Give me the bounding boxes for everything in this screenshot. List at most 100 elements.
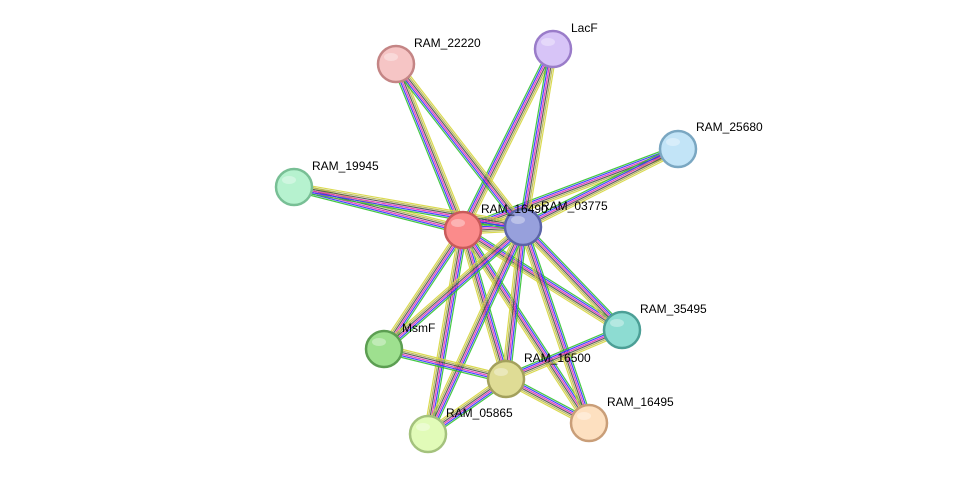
edge-strand [397, 62, 526, 226]
edge-strand [524, 226, 592, 423]
edge-strand [524, 49, 556, 228]
edge-RAM_03775-RAM_25680 [520, 144, 681, 232]
edge-RAM_03775-RAM_35495 [519, 223, 626, 334]
edge-strand [423, 225, 520, 433]
edge-strand [380, 223, 521, 347]
edge-strand [425, 225, 522, 434]
node-highlight [416, 423, 430, 431]
edge-strand [507, 227, 526, 380]
edge-strand [428, 230, 465, 435]
edge-RAM_03775-RAM_16500 [501, 226, 528, 380]
edge-strand [524, 224, 625, 329]
node-RAM_16500[interactable] [486, 359, 526, 399]
edge-strand [507, 333, 624, 384]
node-RAM_03775[interactable] [503, 207, 543, 247]
nodes-layer [274, 29, 698, 454]
edge-strand [459, 231, 587, 426]
node-highlight [511, 216, 525, 224]
edge-strand [509, 227, 528, 380]
edge-strand [384, 347, 507, 379]
edge-strand [293, 190, 523, 232]
node-circle[interactable] [658, 129, 698, 169]
node-label: LacF [571, 21, 598, 35]
edge-strand [293, 187, 463, 232]
node-circle[interactable] [503, 207, 543, 247]
edge-strand [393, 65, 522, 229]
edge-strand [504, 327, 622, 378]
node-RAM_05865[interactable] [408, 414, 448, 454]
node-label: RAM_16495 [607, 395, 674, 409]
edge-strand [380, 227, 461, 348]
node-circle[interactable] [533, 29, 573, 69]
edge-strand [428, 227, 525, 435]
edge-RAM_16500-RAM_35495 [504, 325, 624, 384]
edge-strand [520, 144, 677, 224]
edge-strand [394, 64, 523, 228]
edge-strand [463, 49, 555, 231]
node-RAM_16495[interactable] [569, 403, 609, 443]
node-circle[interactable] [443, 210, 483, 250]
edge-strand [526, 49, 558, 228]
edge-strand [392, 66, 521, 230]
node-circle[interactable] [364, 329, 404, 369]
node-MsmF[interactable] [364, 329, 404, 369]
edge-strand [521, 227, 589, 424]
node-circle[interactable] [274, 167, 314, 207]
node-RAM_19945[interactable] [274, 167, 314, 207]
node-RAM_22220[interactable] [376, 44, 416, 84]
edge-strand [523, 49, 555, 228]
edge-strand [423, 229, 460, 434]
edge-strand [520, 227, 588, 424]
node-highlight [610, 319, 624, 327]
edge-strand [431, 228, 528, 436]
edge-strand [461, 230, 506, 380]
edge-strand [525, 223, 626, 328]
edge-strand [394, 64, 463, 231]
edge-strand [382, 224, 522, 348]
node-RAM_16490[interactable] [443, 210, 483, 250]
node-label: RAM_22220 [414, 36, 481, 50]
node-highlight [666, 138, 680, 146]
edge-strand [383, 350, 506, 382]
edge-strand [293, 188, 523, 230]
node-circle[interactable] [408, 414, 448, 454]
edge-strand [461, 48, 553, 230]
edge-strand [461, 144, 677, 227]
edge-strand [397, 62, 466, 230]
edge-strand [466, 50, 558, 233]
node-circle[interactable] [602, 310, 642, 350]
edge-strand [461, 146, 678, 229]
node-RAM_25680[interactable] [658, 129, 698, 169]
node-circle[interactable] [486, 359, 526, 399]
edge-strand [396, 63, 525, 227]
node-highlight [451, 219, 465, 227]
edge-strand [505, 328, 622, 379]
edge-strand [382, 352, 506, 384]
edge-strand [506, 227, 525, 380]
edge-RAM_16490-RAM_05865 [423, 229, 468, 435]
node-highlight [494, 368, 508, 376]
edge-strand [292, 190, 463, 235]
edge-strand [506, 331, 624, 382]
edge-strand [458, 46, 550, 229]
edge-strand [398, 61, 527, 225]
edge-strand [523, 149, 679, 229]
edge-strand [384, 344, 508, 376]
edge-strand [518, 48, 550, 227]
edge-strand [520, 48, 552, 227]
edge-strand [524, 152, 681, 232]
edge-strand [503, 226, 522, 379]
edge-strand [460, 47, 552, 230]
edge-RAM_03775-RAM_05865 [423, 225, 528, 436]
node-circle[interactable] [376, 44, 416, 84]
edge-RAM_03775-MsmF [380, 223, 527, 353]
node-RAM_35495[interactable] [602, 310, 642, 350]
edge-strand [383, 225, 523, 349]
edge-strand [431, 230, 468, 435]
node-circle[interactable] [569, 403, 609, 443]
edge-strand [293, 188, 463, 233]
edge-strand [294, 182, 524, 224]
edge-strand [429, 227, 526, 436]
edge-strand [384, 227, 524, 351]
node-LacF[interactable] [533, 29, 573, 69]
